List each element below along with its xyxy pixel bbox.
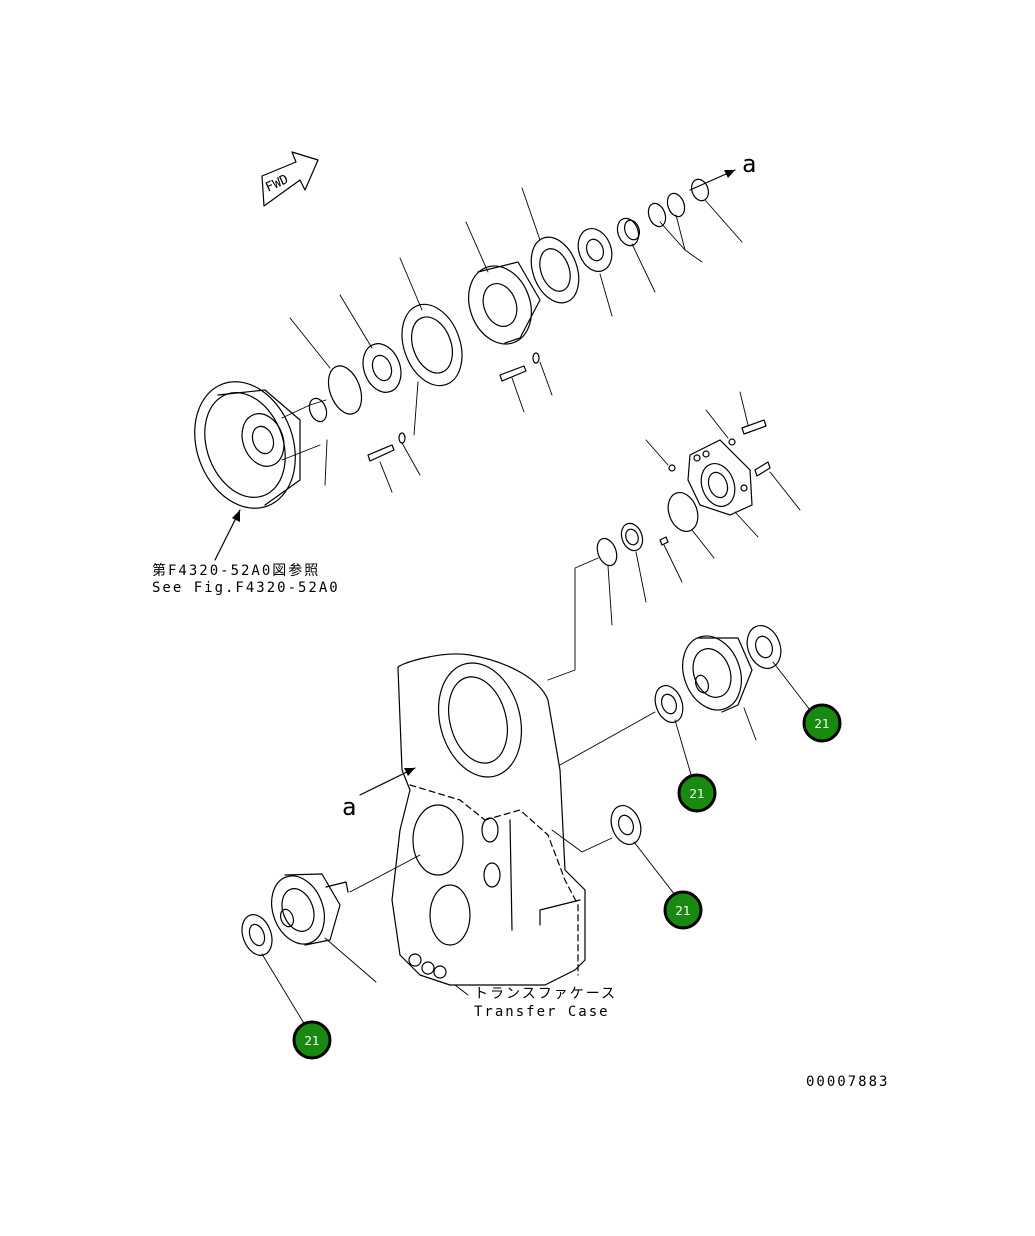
right-gear <box>682 635 753 713</box>
callout-label: 21 <box>304 1034 319 1048</box>
callout-label: 21 <box>689 787 704 801</box>
o-ring-2 <box>666 192 686 218</box>
case-label-jp: トランスファケース <box>474 986 617 1002</box>
see-fig-jp: 第F4320-52A0図参照 <box>152 562 320 579</box>
snap-ring-2 <box>690 178 710 202</box>
transfer-case <box>391 653 586 986</box>
case-label-en: Transfer Case <box>474 1004 610 1020</box>
view-a-label-case: a <box>342 793 356 821</box>
right-bearing-mid <box>654 685 684 723</box>
bearing-3 <box>620 522 644 552</box>
o-ring-1 <box>647 202 667 228</box>
view-a-case: a <box>342 767 416 821</box>
case-label: トランスファケース Transfer Case <box>454 984 617 1020</box>
fwd-arrow-icon: FWD <box>261 151 319 207</box>
pump-cover-assembly <box>596 391 801 626</box>
callout-marker[interactable]: 21 <box>292 1020 332 1060</box>
bearing-1 <box>362 343 402 393</box>
view-a-top: a <box>689 150 756 191</box>
callout-marker[interactable]: 21 <box>663 890 703 930</box>
snap-ring-3 <box>596 537 618 567</box>
right-bearing-upper <box>746 625 782 669</box>
left-bearing <box>241 914 273 956</box>
snap-ring <box>327 365 363 415</box>
bolt-1 <box>367 432 406 462</box>
gear-1 <box>468 261 541 345</box>
callout-marker[interactable]: 21 <box>677 773 717 813</box>
cover-1 <box>530 236 580 304</box>
right-bearing-lower <box>610 805 642 845</box>
upper-shaft-assembly <box>194 178 743 509</box>
see-fig-en: See Fig.F4320-52A0 <box>152 580 340 596</box>
callout-label: 21 <box>814 717 829 731</box>
gear-drum <box>194 381 328 509</box>
see-fig-reference: 第F4320-52A0図参照 See Fig.F4320-52A0 <box>152 509 340 596</box>
collar <box>616 217 641 247</box>
bearing-2 <box>577 228 613 272</box>
callout-label: 21 <box>675 904 690 918</box>
fwd-label: FWD <box>263 172 291 196</box>
bolt-2 <box>499 352 540 382</box>
retainer-1 <box>401 303 463 387</box>
drawing-id: 00007883 <box>806 1074 889 1090</box>
callout-marker[interactable]: 21 <box>802 703 842 743</box>
view-a-label-top: a <box>742 150 756 178</box>
left-gear <box>271 873 349 946</box>
